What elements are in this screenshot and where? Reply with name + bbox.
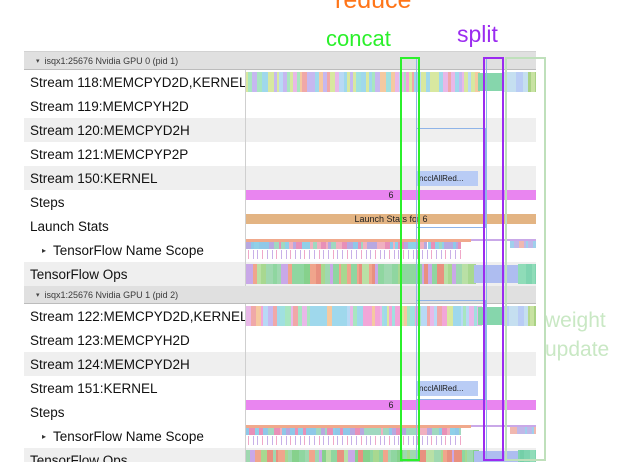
timeline-row[interactable]: ▸ TensorFlow Name Scope [24, 238, 536, 262]
timeline-row[interactable]: Stream 119:MEMCPYH2D [24, 94, 536, 118]
track-label-text: Stream 121:MEMCPYP2P [30, 147, 188, 162]
track-label[interactable]: Launch Stats [24, 214, 246, 238]
timeline-track[interactable] [246, 118, 536, 142]
track-label-text: TensorFlow Ops [30, 267, 128, 282]
track-label-text: Stream 122:MEMCPYD2D,KERNEL,MI [30, 309, 246, 324]
track-label-text: Stream 120:MEMCPYD2H [30, 123, 190, 138]
track-label-text: Stream 118:MEMCPYD2D,KERNEL,ME [30, 75, 246, 90]
track-label-text: Launch Stats [30, 219, 109, 234]
track-label-text: Stream 151:KERNEL [30, 381, 158, 396]
timeline-row[interactable]: TensorFlow Ops [24, 262, 536, 286]
track-label-text: Steps [30, 195, 65, 210]
nccl-allreduce-block[interactable]: ncclAllRed... [416, 381, 478, 396]
timeline-row[interactable]: Stream 124:MEMCPYD2H [24, 352, 536, 376]
timeline-track[interactable]: ncclAllRed... [246, 166, 536, 190]
timeline-row[interactable]: Steps 6 [24, 400, 536, 424]
track-label[interactable]: Steps [24, 400, 246, 424]
step-bar[interactable]: 6 [246, 400, 536, 410]
annotation-split-label: split [457, 21, 498, 48]
timeline-row[interactable]: Launch Stats Launch Stats for 6 [24, 214, 536, 238]
timeline-track[interactable] [246, 424, 536, 448]
timeline-track[interactable] [246, 142, 536, 166]
timeline-track[interactable] [246, 304, 536, 328]
timeline-row[interactable]: TensorFlow Ops [24, 448, 536, 462]
track-label[interactable]: Stream 124:MEMCPYD2H [24, 352, 246, 376]
timeline-panel[interactable]: ▾ isqx1:25676 Nvidia GPU 0 (pid 1) Stream … [24, 51, 536, 462]
track-label[interactable]: Steps [24, 190, 246, 214]
track-label-text: Stream 119:MEMCPYH2D [30, 99, 189, 114]
timeline-track[interactable] [246, 94, 536, 118]
timeline-track[interactable]: Launch Stats for 6 [246, 214, 536, 238]
track-label-text: TensorFlow Name Scope [53, 429, 204, 444]
timeline-track[interactable]: 6 [246, 190, 536, 214]
step-bar[interactable]: 6 [246, 190, 536, 200]
chevron-right-icon[interactable]: ▸ [42, 246, 46, 255]
timeline-track[interactable] [246, 328, 536, 352]
track-label[interactable]: Stream 150:KERNEL [24, 166, 246, 190]
annotation-reduce-label: reduce [335, 0, 411, 15]
track-label-text: Stream 150:KERNEL [30, 171, 158, 186]
timeline-track[interactable]: ncclAllRed... [246, 376, 536, 400]
track-label[interactable]: TensorFlow Ops [24, 262, 246, 286]
timeline-track[interactable]: 6 [246, 400, 536, 424]
track-label-text: Steps [30, 405, 65, 420]
track-label[interactable]: Stream 151:KERNEL [24, 376, 246, 400]
track-label[interactable]: TensorFlow Ops [24, 448, 246, 462]
timeline-group-header[interactable]: ▾ isqx1:25676 Nvidia GPU 1 (pid 2) [24, 286, 536, 304]
timeline-track[interactable] [246, 448, 536, 462]
group-header-label: isqx1:25676 Nvidia GPU 0 (pid 1) [45, 56, 179, 66]
timeline-track[interactable] [246, 70, 536, 94]
chevron-down-icon[interactable]: ▾ [36, 57, 40, 65]
track-label[interactable]: Stream 119:MEMCPYH2D [24, 94, 246, 118]
timeline-row[interactable]: Stream 151:KERNEL ncclAllRed... [24, 376, 536, 400]
track-label[interactable]: Stream 123:MEMCPYH2D [24, 328, 246, 352]
timeline-row[interactable]: Steps 6 [24, 190, 536, 214]
timeline-row[interactable]: Stream 122:MEMCPYD2D,KERNEL,MI [24, 304, 536, 328]
timeline-track[interactable] [246, 238, 536, 262]
timeline-group-header[interactable]: ▾ isqx1:25676 Nvidia GPU 0 (pid 1) [24, 52, 536, 70]
timeline-row[interactable]: Stream 118:MEMCPYD2D,KERNEL,ME [24, 70, 536, 94]
timeline-row[interactable]: Stream 120:MEMCPYD2H [24, 118, 536, 142]
timeline-rows: ▾ isqx1:25676 Nvidia GPU 0 (pid 1) Stream … [24, 52, 536, 462]
track-label[interactable]: ▸ TensorFlow Name Scope [24, 424, 246, 448]
timeline-row[interactable]: Stream 121:MEMCPYP2P [24, 142, 536, 166]
annotation-concat-label: concat [326, 26, 391, 52]
track-label[interactable]: Stream 118:MEMCPYD2D,KERNEL,ME [24, 70, 246, 94]
group-header-label: isqx1:25676 Nvidia GPU 1 (pid 2) [45, 290, 179, 300]
track-label[interactable]: ▸ TensorFlow Name Scope [24, 238, 246, 262]
track-label-text: Stream 123:MEMCPYH2D [30, 333, 190, 348]
timeline-track[interactable] [246, 262, 536, 286]
track-label[interactable]: Stream 122:MEMCPYD2D,KERNEL,MI [24, 304, 246, 328]
track-label-text: TensorFlow Name Scope [53, 243, 204, 258]
chevron-down-icon[interactable]: ▾ [36, 291, 40, 299]
timeline-row[interactable]: ▸ TensorFlow Name Scope [24, 424, 536, 448]
timeline-row[interactable]: Stream 123:MEMCPYH2D [24, 328, 536, 352]
timeline-track[interactable] [246, 352, 536, 376]
track-label[interactable]: Stream 121:MEMCPYP2P [24, 142, 246, 166]
chevron-right-icon[interactable]: ▸ [42, 432, 46, 441]
nccl-allreduce-block[interactable]: ncclAllRed... [416, 171, 478, 186]
track-label-text: Stream 124:MEMCPYD2H [30, 357, 190, 372]
timeline-row[interactable]: Stream 150:KERNEL ncclAllRed... [24, 166, 536, 190]
track-label[interactable]: Stream 120:MEMCPYD2H [24, 118, 246, 142]
launch-stats-bar[interactable]: Launch Stats for 6 [246, 214, 536, 224]
